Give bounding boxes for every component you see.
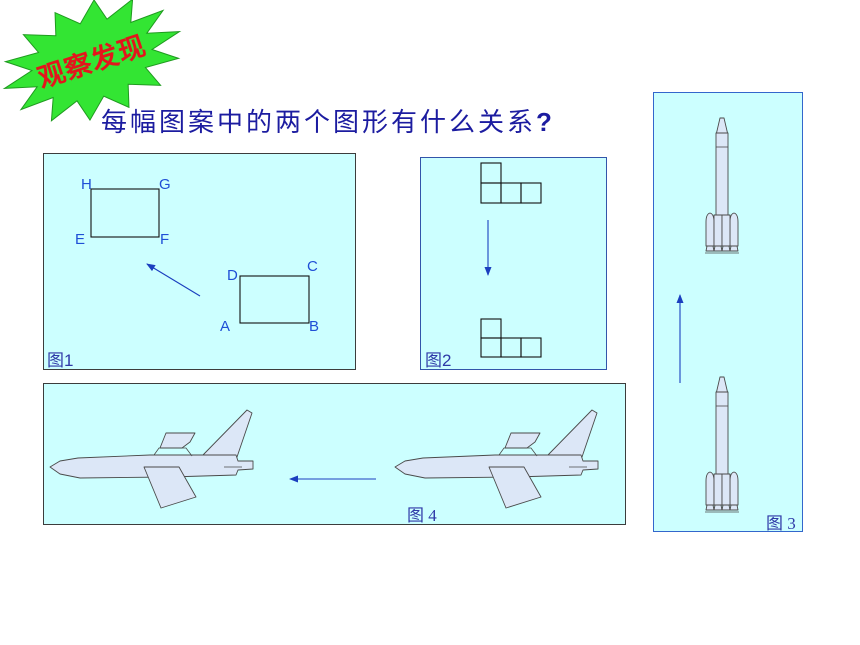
arrow-up-left-icon [146,263,201,297]
vertex-label-f: F [160,231,169,248]
title-question-mark: ? [536,107,555,137]
figure-4-background [43,383,626,525]
vertex-label-c: C [307,258,318,275]
vertex-label-d: D [227,267,238,284]
figure-3-panel: 图 3 [653,92,803,533]
figure-2-panel: 图2 [420,157,607,370]
vertex-label-h: H [81,176,92,193]
figure-4-panel: 图 4 [43,383,626,525]
l-shape-bottom [480,318,542,358]
badge-starburst [2,0,182,122]
page-title: 每幅图案中的两个图形有什么关系? [101,107,555,137]
rectangle-abcd [239,275,310,324]
figure-1-caption: 图1 [47,351,73,370]
l-shape-top [480,162,542,204]
vertex-label-a: A [220,318,230,335]
figure-1-panel: H G E F D C A B 图1 [43,153,356,370]
l-shape-bottom-square [520,337,542,358]
figure-2-background [420,157,607,370]
figure-3-caption: 图 3 [766,514,796,533]
badge: 观察发现 [2,0,182,122]
vertex-label-b: B [309,318,319,335]
l-shape-top-square [520,182,542,204]
figure-2-caption: 图2 [425,351,451,370]
vertex-label-e: E [75,231,85,248]
vertex-label-g: G [159,176,171,193]
title-text: 每幅图案中的两个图形有什么关系 [101,107,536,137]
rectangle-efgh [90,188,160,238]
figure-4-caption: 图 4 [407,506,437,525]
